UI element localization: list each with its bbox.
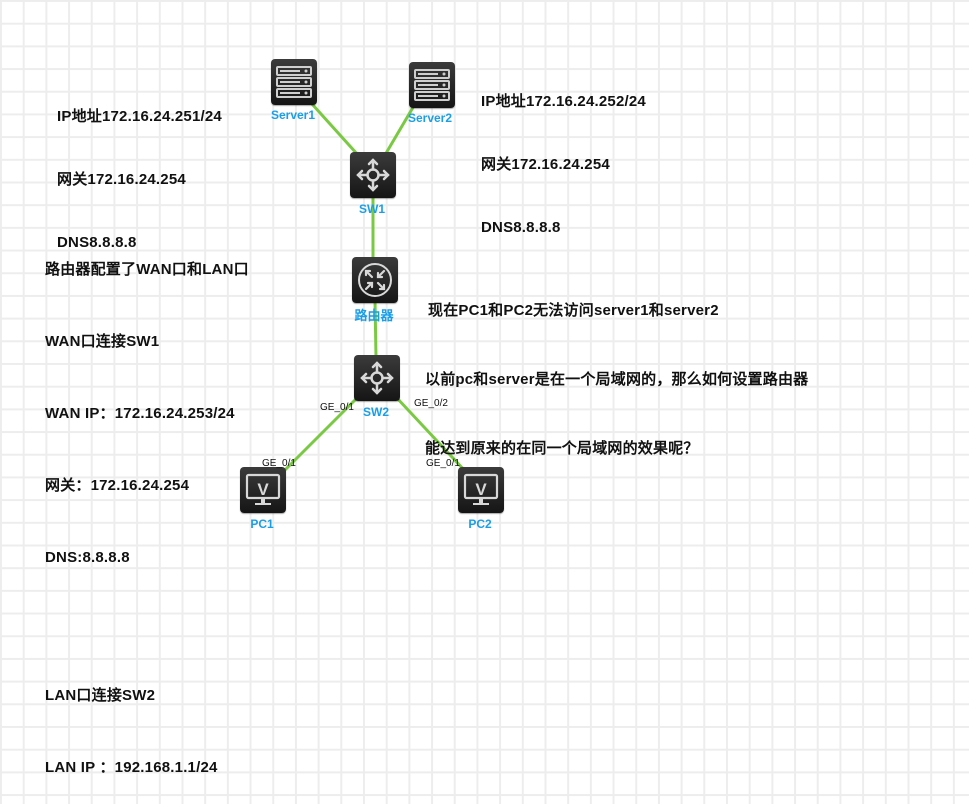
server1-info-note: IP地址172.16.24.251/24 网关172.16.24.254 DNS… — [57, 64, 222, 274]
note-line: 网关172.16.24.254 — [57, 171, 186, 188]
note-line: 现在PC1和PC2无法访问server1和server2 — [428, 302, 719, 319]
router-info-note: 路由器配置了WAN口和LAN口 WAN口连接SW1 WAN IP：172.16.… — [45, 210, 249, 804]
pc1-device[interactable]: V — [240, 467, 286, 513]
sw2-label: SW2 — [362, 405, 390, 419]
note-line: 路由器配置了WAN口和LAN口 — [45, 261, 249, 278]
note-line: WAN口连接SW1 — [45, 333, 160, 350]
note-line: DNS8.8.8.8 — [481, 219, 561, 236]
note-line: 网关：172.16.24.254 — [45, 477, 190, 494]
pc2-label: PC2 — [468, 517, 492, 531]
links-layer — [281, 102, 468, 474]
switch-arrows-icon — [356, 158, 390, 192]
note-line: DNS:8.8.8.8 — [45, 549, 130, 566]
sw2-device[interactable] — [354, 355, 400, 401]
link-server1-sw1 — [310, 102, 360, 157]
note-line: WAN IP：172.16.24.253/24 — [45, 405, 235, 422]
link-sw2-pc2 — [394, 395, 468, 474]
svg-text:V: V — [257, 480, 269, 499]
note-line: LAN口连接SW2 — [45, 687, 156, 704]
note-line: IP地址172.16.24.252/24 — [481, 93, 646, 110]
port-label-sw2-ge01: GE_0/1 — [320, 402, 354, 413]
port-label-sw2-ge02: GE_0/2 — [414, 398, 448, 409]
link-sw2-pc1 — [281, 395, 360, 474]
note-line: 以前pc和server是在一个局域网的，那么如何设置路由器 — [425, 371, 809, 388]
server2-label: Server2 — [407, 111, 453, 125]
note-line: LAN IP ：192.168.1.1/24 — [45, 759, 218, 776]
sw1-device[interactable] — [350, 152, 396, 198]
pc2-device[interactable]: V — [458, 467, 504, 513]
server1-device[interactable] — [271, 59, 317, 105]
server2-device[interactable] — [409, 62, 455, 108]
port-label-pc2-ge01: GE_0/1 — [426, 458, 460, 469]
switch-arrows-icon — [360, 361, 394, 395]
link-router-sw2 — [373, 299, 378, 358]
sw1-label: SW1 — [358, 202, 386, 216]
pc1-label: PC1 — [250, 517, 274, 531]
router-device[interactable] — [352, 257, 398, 303]
port-label-pc1-ge01: GE_0/1 — [262, 458, 296, 469]
note-line: IP地址172.16.24.251/24 — [57, 108, 222, 125]
monitor-icon: V — [463, 473, 499, 505]
svg-text:V: V — [475, 480, 487, 499]
link-server2-sw1 — [383, 103, 417, 156]
note-line: 网关172.16.24.254 — [481, 156, 610, 173]
server1-label: Server1 — [270, 108, 316, 122]
note-line — [45, 618, 249, 636]
server2-info-note: IP地址172.16.24.252/24 网关172.16.24.254 DNS… — [481, 49, 646, 259]
router-icon — [358, 263, 392, 297]
router-label: 路由器 — [354, 308, 394, 323]
server-icon — [276, 66, 312, 98]
note-line: 能达到原来的在同一个局域网的效果呢？ — [425, 440, 699, 457]
monitor-icon: V — [245, 473, 281, 505]
question-note: 现在PC1和PC2无法访问server1和server2 以前pc和server… — [425, 253, 808, 483]
server-icon — [414, 69, 450, 101]
note-line: DNS8.8.8.8 — [57, 234, 137, 251]
